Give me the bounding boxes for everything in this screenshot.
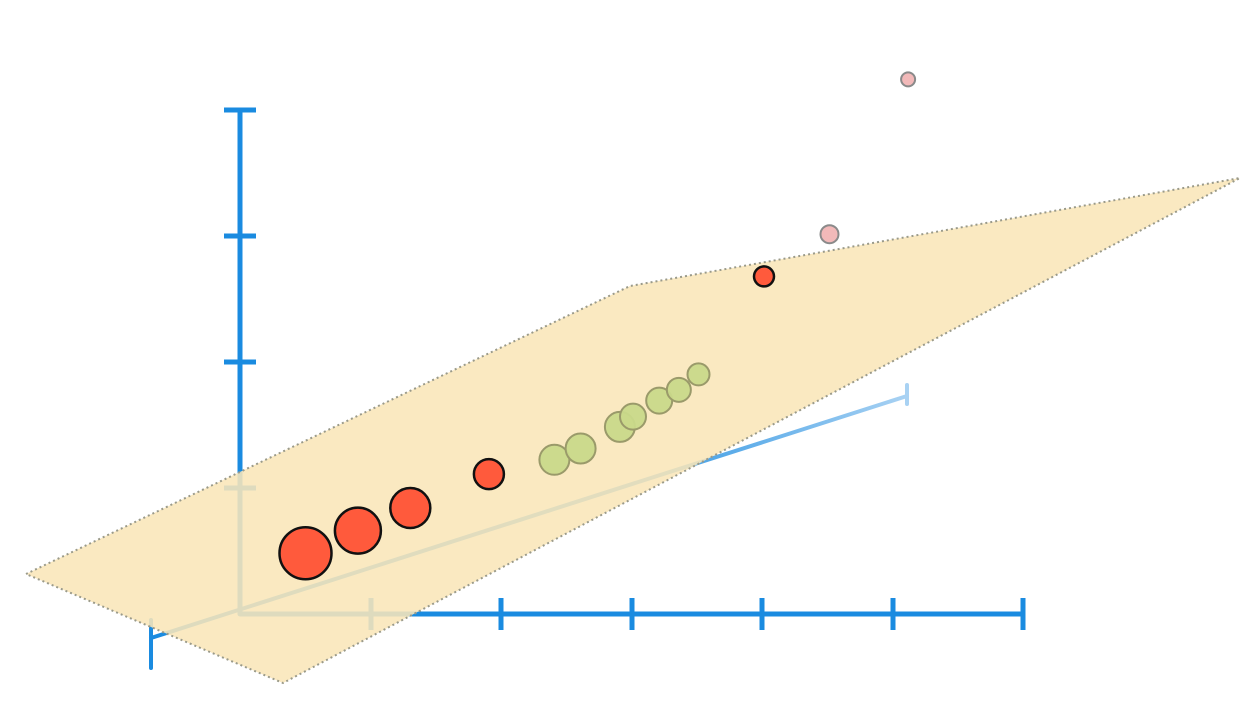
data-point [472, 457, 506, 491]
data-points [278, 71, 917, 581]
data-point [665, 376, 692, 403]
data-point [900, 71, 917, 88]
data-point [686, 362, 711, 387]
data-point [619, 402, 647, 431]
data-point [564, 432, 597, 465]
data-point [278, 525, 333, 581]
data-point [389, 486, 432, 530]
data-point [819, 224, 840, 245]
data-point [752, 265, 776, 288]
data-point [333, 506, 383, 555]
